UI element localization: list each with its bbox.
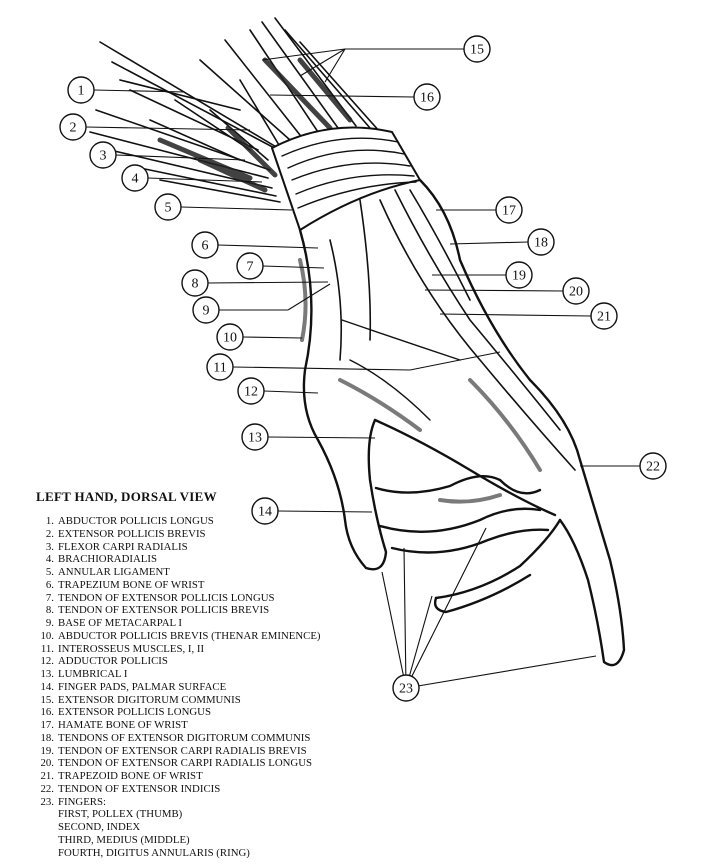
legend-item: 3.FLEXOR CARPI RADIALIS [36, 541, 366, 554]
legend-finger-item: SECOND, INDEX [36, 821, 366, 834]
legend-list: 1.ABDUCTOR POLLICIS LONGUS 2.EXTENSOR PO… [36, 515, 366, 859]
callout-7-label: 7 [247, 260, 254, 275]
callout-17-label: 17 [502, 204, 516, 219]
callout-1-label: 1 [78, 84, 85, 99]
legend-item: 14.FINGER PADS, PALMAR SURFACE [36, 681, 366, 694]
legend-item: 5.ANNULAR LIGAMENT [36, 566, 366, 579]
callout-13-label: 13 [248, 431, 262, 446]
hand-shading [300, 260, 540, 502]
callout-10-label: 10 [223, 331, 237, 346]
callout-21-label: 21 [597, 310, 611, 325]
legend-item: 17.HAMATE BONE OF WRIST [36, 719, 366, 732]
legend-item: 19.TENDON OF EXTENSOR CARPI RADIALIS BRE… [36, 745, 366, 758]
legend-item: 23.FINGERS: [36, 796, 366, 809]
callout-6-label: 6 [202, 239, 209, 254]
legend: LEFT HAND, DORSAL VIEW 1.ABDUCTOR POLLIC… [36, 489, 366, 859]
callout-12-label: 12 [244, 385, 258, 400]
legend-finger-item: FIRST, POLLEX (THUMB) [36, 808, 366, 821]
callout-23-label: 23 [399, 682, 413, 697]
callout-19-label: 19 [512, 269, 526, 284]
callout-22-label: 22 [646, 460, 660, 475]
callout-2-label: 2 [70, 121, 77, 136]
legend-item: 16.EXTENSOR POLLICIS LONGUS [36, 706, 366, 719]
legend-finger-item: FOURTH, DIGITUS ANNULARIS (RING) [36, 847, 366, 860]
callout-15-label: 15 [470, 43, 484, 58]
callout-11-label: 11 [213, 361, 226, 376]
callout-16-label: 16 [420, 91, 434, 106]
legend-item: 21.TRAPEZOID BONE OF WRIST [36, 770, 366, 783]
legend-item: 22.TENDON OF EXTENSOR INDICIS [36, 783, 366, 796]
callout-4-label: 4 [132, 172, 139, 187]
legend-item: 18.TENDONS OF EXTENSOR DIGITORUM COMMUNI… [36, 732, 366, 745]
legend-item: 10.ABDUCTOR POLLICIS BREVIS (THENAR EMIN… [36, 630, 366, 643]
legend-item: 20.TENDON OF EXTENSOR CARPI RADIALIS LON… [36, 757, 366, 770]
legend-title: LEFT HAND, DORSAL VIEW [36, 489, 366, 505]
callout-5-label: 5 [165, 201, 172, 216]
legend-item: 11.INTEROSSEUS MUSCLES, I, II [36, 643, 366, 656]
legend-finger-item: THIRD, MEDIUS (MIDDLE) [36, 834, 366, 847]
legend-item: 7.TENDON OF EXTENSOR POLLICIS LONGUS [36, 592, 366, 605]
callout-20-label: 20 [569, 285, 583, 300]
legend-item: 2.EXTENSOR POLLICIS BREVIS [36, 528, 366, 541]
callout-8-label: 8 [192, 277, 199, 292]
callout-9-label: 9 [203, 304, 210, 319]
legend-item: 1.ABDUCTOR POLLICIS LONGUS [36, 515, 366, 528]
callout-18-label: 18 [534, 236, 548, 251]
annular-ligament [272, 128, 420, 230]
legend-item: 13.LUMBRICAL I [36, 668, 366, 681]
legend-item: 6.TRAPEZIUM BONE OF WRIST [36, 579, 366, 592]
callout-3-label: 3 [100, 149, 107, 164]
legend-item: 12.ADDUCTOR POLLICIS [36, 655, 366, 668]
legend-item: 8.TENDON OF EXTENSOR POLLICIS BREVIS [36, 604, 366, 617]
legend-item: 9.BASE OF METACARPAL I [36, 617, 366, 630]
legend-item: 4.BRACHIORADIALIS [36, 553, 366, 566]
legend-item: 15.EXTENSOR DIGITORUM COMMUNIS [36, 694, 366, 707]
